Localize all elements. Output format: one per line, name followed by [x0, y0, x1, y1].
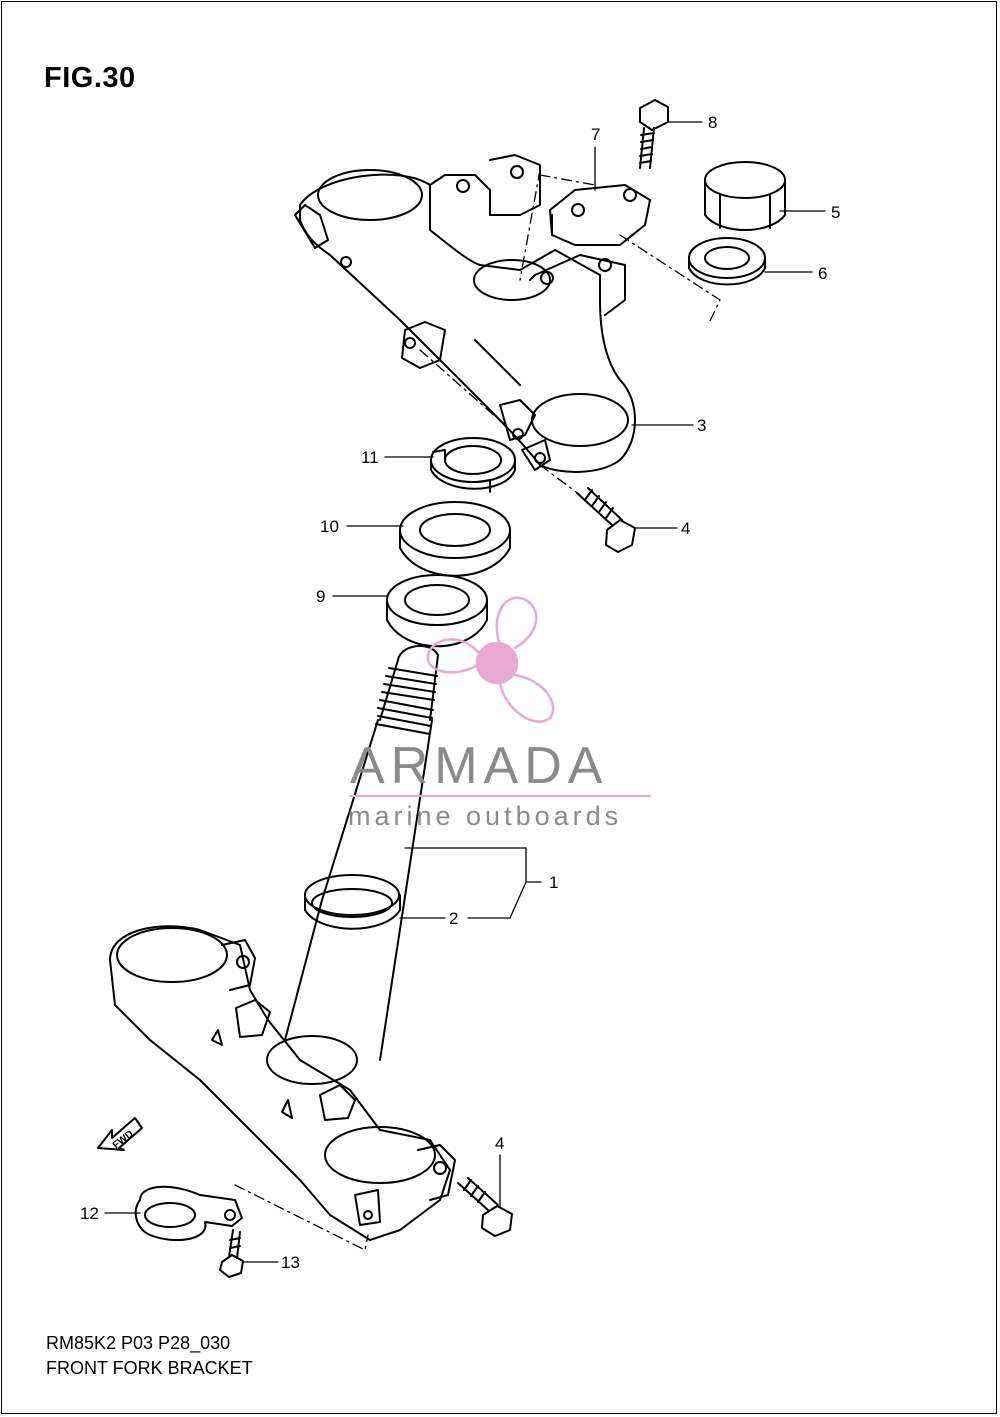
callout-3: 3: [697, 416, 706, 435]
callout-10: 10: [320, 517, 339, 536]
handlebar-holder: [549, 184, 651, 246]
figure-code: RM85K2 P03 P28_030: [46, 1333, 231, 1353]
bearing-10: [399, 501, 511, 577]
bolt-4-lower: [457, 1177, 513, 1237]
clamp-12: [134, 1185, 243, 1242]
callout-6: 6: [818, 264, 827, 283]
callout-5: 5: [831, 203, 840, 222]
upper-bracket: [294, 154, 636, 473]
callout-9: 9: [316, 587, 325, 606]
bolt-13: [219, 1229, 244, 1278]
callout-4-lower: 4: [495, 1134, 504, 1153]
bolt-8: [639, 99, 669, 169]
figure-name: FRONT FORK BRACKET: [46, 1358, 253, 1378]
leader-lines: [104, 121, 826, 1263]
fwd-arrow: FWD: [97, 1117, 143, 1151]
bearing-9: [386, 574, 488, 648]
steering-stem: [284, 645, 439, 1061]
callout-1: 1: [549, 873, 558, 892]
callout-2: 2: [449, 909, 458, 928]
cap-5: [704, 161, 786, 231]
lower-bracket: [109, 925, 456, 1241]
callout-4-upper: 4: [681, 519, 690, 538]
callout-7: 7: [591, 125, 600, 144]
steering-nut-11: [430, 437, 516, 493]
dust-seal-2: [304, 874, 401, 930]
callout-labels: 1 2 3 4 4 5 6 7 8 9 10 11 12 13: [80, 113, 840, 1272]
watermark-brand: ARMADA: [350, 737, 608, 795]
callout-11: 11: [361, 448, 379, 467]
watermark-tagline: marine outboards: [348, 801, 622, 831]
washer-6: [688, 237, 766, 286]
callout-8: 8: [708, 113, 717, 132]
figure-title: FIG.30: [44, 62, 136, 94]
propeller-logo-icon: [426, 596, 555, 723]
callout-13: 13: [281, 1253, 300, 1272]
callout-12: 12: [80, 1204, 99, 1223]
watermark: ARMADA marine outboards: [348, 596, 651, 831]
bolt-4-upper: [576, 487, 636, 553]
